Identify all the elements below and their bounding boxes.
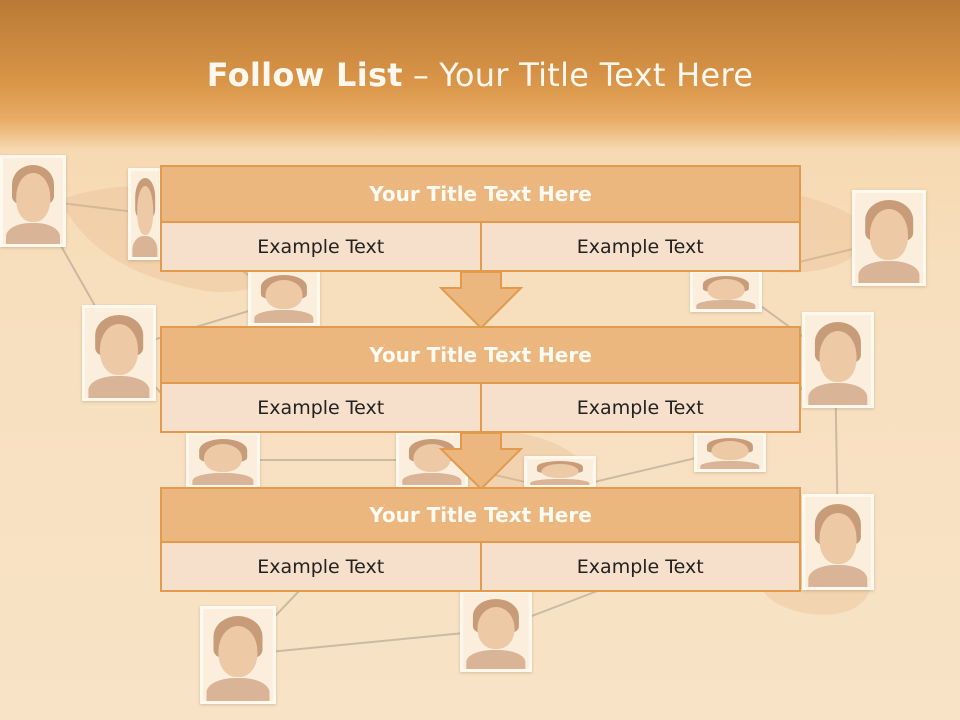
- background-photo: [186, 432, 260, 488]
- follow-cell-right: Example Text: [481, 223, 801, 272]
- down-arrow-icon: [439, 271, 523, 330]
- follow-cell-right: Example Text: [481, 384, 801, 433]
- background-photo: [852, 190, 926, 286]
- slide-title: Follow List–Your Title Text Here: [0, 56, 960, 94]
- follow-block-title: Your Title Text Here: [160, 487, 801, 543]
- follow-block-title: Your Title Text Here: [160, 326, 801, 384]
- background-photo: [82, 305, 156, 401]
- background-photo: [694, 432, 766, 472]
- follow-cell-left: Example Text: [160, 223, 482, 272]
- follow-block-2: Your Title Text Here Example Text Exampl…: [160, 326, 801, 433]
- follow-block-title: Your Title Text Here: [160, 165, 801, 223]
- follow-cell-left: Example Text: [160, 543, 482, 592]
- follow-block-row: Example Text Example Text: [160, 223, 801, 272]
- background-photo: [128, 168, 162, 260]
- background-photo: [802, 494, 874, 590]
- title-dash: –: [412, 56, 430, 94]
- follow-cell-right: Example Text: [481, 543, 801, 592]
- background-photo: [0, 155, 66, 247]
- background-photo: [248, 268, 320, 326]
- follow-block-3: Your Title Text Here Example Text Exampl…: [160, 487, 801, 592]
- title-bold: Follow List: [206, 56, 403, 94]
- follow-block-row: Example Text Example Text: [160, 384, 801, 433]
- follow-cell-left: Example Text: [160, 384, 482, 433]
- background-photo: [200, 606, 276, 704]
- title-rest: Your Title Text Here: [439, 56, 754, 94]
- background-photo: [524, 456, 596, 488]
- header-band: [0, 0, 960, 150]
- follow-block-1: Your Title Text Here Example Text Exampl…: [160, 165, 801, 272]
- background-photo: [460, 590, 532, 672]
- follow-block-row: Example Text Example Text: [160, 543, 801, 592]
- background-photo: [802, 312, 874, 408]
- background-photo: [690, 270, 762, 312]
- down-arrow-icon: [439, 432, 523, 491]
